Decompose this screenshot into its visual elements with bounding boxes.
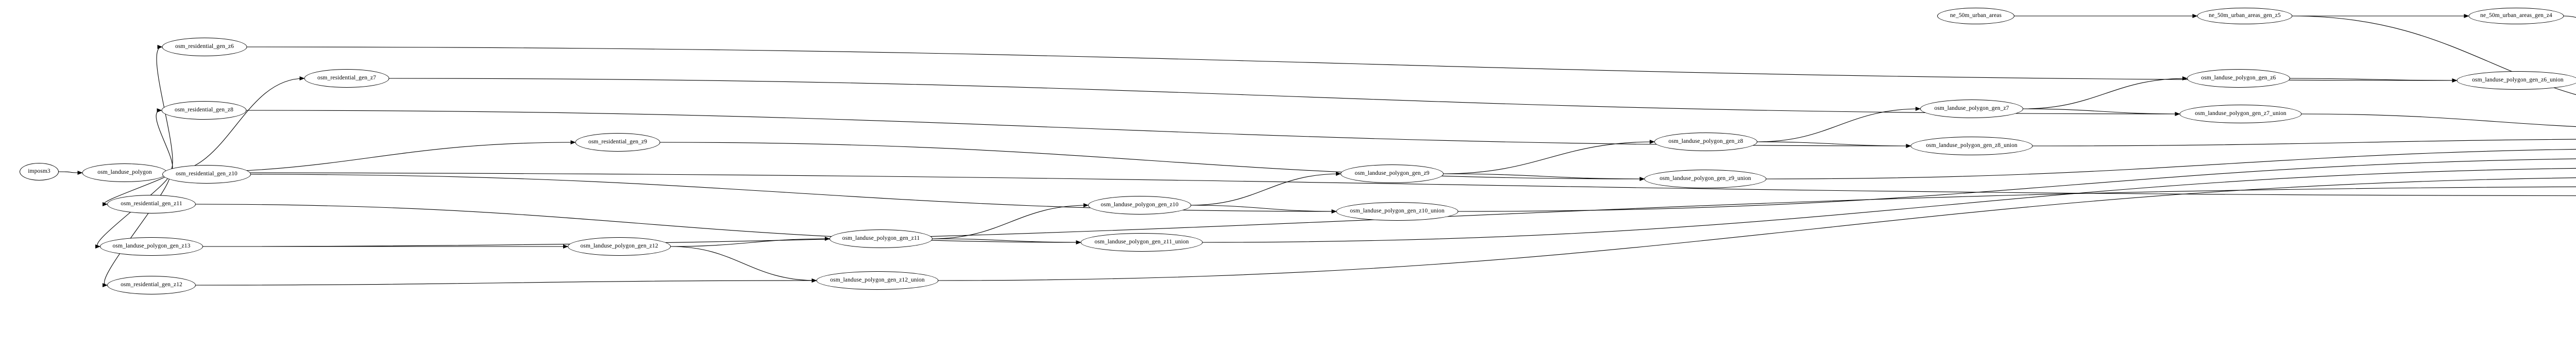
graph-edge-osm_landuse_polygon_gen_z12_union--layer_landuse.z12 xyxy=(938,177,2576,281)
graph-node-osm_landuse_polygon_gen_z10[interactable]: osm_landuse_polygon_gen_z10 xyxy=(1088,196,1191,215)
graph-node-osm_residential_gen_z11[interactable]: osm_residential_gen_z11 xyxy=(107,195,196,213)
graph-node-osm_landuse_polygon_gen_z9[interactable]: osm_landuse_polygon_gen_z9 xyxy=(1341,164,1444,183)
graph-edge-osm_landuse_polygon_gen_z8--osm_landuse_polygon_gen_z7 xyxy=(1757,107,1921,142)
graph-node-osm_landuse_polygon_gen_z12[interactable]: osm_landuse_polygon_gen_z12 xyxy=(568,237,671,256)
graph-node-osm_residential_gen_z10[interactable]: osm_residential_gen_z10 xyxy=(162,165,251,184)
graph-edge-osm_landuse_polygon--osm_residential_gen_z12 xyxy=(102,172,171,287)
graph-node-label: osm_landuse_polygon_gen_z10_union xyxy=(1350,208,1445,215)
graph-node-label: osm_landuse_polygon_gen_z6 xyxy=(2201,75,2276,81)
graph-node-label: osm_landuse_polygon_gen_z11 xyxy=(842,235,920,242)
graph-edge-osm_landuse_polygon_gen_z9--osm_landuse_polygon_gen_z9_union xyxy=(1443,173,1645,181)
graph-edge-osm_landuse_polygon_gen_z8--osm_landuse_polygon_gen_z8_union xyxy=(1757,141,1911,148)
graph-node-osm_landuse_polygon_gen_z6_union[interactable]: osm_landuse_polygon_gen_z6_union xyxy=(2456,71,2576,90)
graph-edge-osm_landuse_polygon_gen_z8_union--layer_landuse.z8 xyxy=(2032,139,2576,146)
graph-edge-osm_landuse_polygon--osm_residential_gen_z7 xyxy=(167,76,305,173)
graph-edge-osm_residential_gen_z7--osm_landuse_polygon_gen_z7_union xyxy=(389,78,2180,116)
graph-node-osm_residential_gen_z8[interactable]: osm_residential_gen_z8 xyxy=(161,101,247,120)
graph-edge-imposm3--osm_landuse_polygon xyxy=(58,170,83,175)
graph-node-imposm3[interactable]: imposm3 xyxy=(20,163,59,180)
graph-edge-osm_landuse_polygon_gen_z6--osm_landuse_polygon_gen_z6_union xyxy=(2290,78,2458,83)
graph-node-ne_50m_urban_areas_gen_z5[interactable]: ne_50m_urban_areas_gen_z5 xyxy=(2197,8,2293,24)
graph-node-label: osm_landuse_polygon_gen_z8 xyxy=(1668,138,1743,145)
graph-edge-osm_landuse_polygon_gen_z10--osm_landuse_polygon_gen_z10_union xyxy=(1191,205,1337,213)
graph-edge-osm_landuse_polygon--osm_residential_gen_z8 xyxy=(156,108,173,173)
graph-node-osm_residential_gen_z12[interactable]: osm_residential_gen_z12 xyxy=(107,276,196,294)
graph-edge-osm_landuse_polygon_gen_z11--osm_landuse_polygon_gen_z11_union xyxy=(932,238,1081,244)
graph-node-label: osm_residential_gen_z11 xyxy=(121,201,182,207)
graph-node-label: osm_landuse_polygon_gen_z8_union xyxy=(1926,142,2018,149)
graph-node-label: osm_landuse_polygon_gen_z12_union xyxy=(830,277,925,284)
graph-node-osm_landuse_polygon_gen_z7_union[interactable]: osm_landuse_polygon_gen_z7_union xyxy=(2179,105,2302,123)
graph-node-osm_landuse_polygon_gen_z10_union[interactable]: osm_landuse_polygon_gen_z10_union xyxy=(1336,202,1459,221)
graph-edge-osm_landuse_polygon_gen_z7--osm_landuse_polygon_gen_z6 xyxy=(2023,76,2188,109)
graph-edge-osm_landuse_polygon_gen_z9_union--layer_landuse.z9 xyxy=(1766,149,2576,179)
graph-node-osm_landuse_polygon_gen_z11_union[interactable]: osm_landuse_polygon_gen_z11_union xyxy=(1080,233,1203,252)
graph-node-osm_landuse_polygon_gen_z11[interactable]: osm_landuse_polygon_gen_z11 xyxy=(829,229,933,248)
graph-node-osm_residential_gen_z9[interactable]: osm_residential_gen_z9 xyxy=(575,133,660,152)
graph-node-label: ne_50m_urban_areas xyxy=(1950,12,2002,19)
graph-node-label: osm_residential_gen_z12 xyxy=(121,282,182,288)
graph-edge-osm_landuse_polygon_gen_z12--osm_landuse_polygon_gen_z12_union xyxy=(670,246,817,283)
graph-node-osm_landuse_polygon_gen_z8_union[interactable]: osm_landuse_polygon_gen_z8_union xyxy=(1910,137,2033,155)
graph-edge-osm_landuse_polygon_gen_z7--osm_landuse_polygon_gen_z7_union xyxy=(2023,108,2180,116)
graph-node-label: imposm3 xyxy=(28,168,50,175)
graph-node-osm_landuse_polygon_gen_z7[interactable]: osm_landuse_polygon_gen_z7 xyxy=(1920,100,2023,118)
graph-edge-ne_50m_urban_areas_gen_z4--layer_landuse.z4 xyxy=(2564,15,2576,18)
graph-edge-osm_residential_gen_z9--osm_landuse_polygon_gen_z9_union xyxy=(660,142,1645,181)
graph-edge-osm_landuse_polygon_gen_z10_union--layer_landuse.z10 xyxy=(1458,158,2576,212)
graph-node-label: osm_landuse_polygon_gen_z7 xyxy=(1934,105,2009,112)
graph-edge-osm_landuse_polygon_gen_z9--osm_landuse_polygon_gen_z8 xyxy=(1443,140,1655,174)
graph-node-label: osm_landuse_polygon_gen_z10 xyxy=(1100,202,1179,208)
graph-node-osm_landuse_polygon_gen_z9_union[interactable]: osm_landuse_polygon_gen_z9_union xyxy=(1644,170,1767,188)
graph-node-osm_residential_gen_z7[interactable]: osm_residential_gen_z7 xyxy=(304,69,389,88)
graph-node-label: osm_landuse_polygon_gen_z12 xyxy=(580,243,658,250)
graph-node-label: osm_landuse_polygon xyxy=(97,169,152,176)
graph-node-ne_50m_urban_areas[interactable]: ne_50m_urban_areas xyxy=(1937,8,2014,24)
graph-node-osm_landuse_polygon_gen_z13[interactable]: osm_landuse_polygon_gen_z13 xyxy=(100,237,203,256)
graph-edge-osm_landuse_polygon_gen_z7_union--layer_landuse.z7 xyxy=(2301,113,2576,127)
graph-node-osm_landuse_polygon[interactable]: osm_landuse_polygon xyxy=(82,163,167,182)
graph-node-osm_landuse_polygon_gen_z8[interactable]: osm_landuse_polygon_gen_z8 xyxy=(1654,133,1757,151)
graph-edge-osm_residential_gen_z12--osm_landuse_polygon_gen_z12_union xyxy=(195,278,817,286)
graph-node-label: osm_landuse_polygon_gen_z11_union xyxy=(1094,239,1189,245)
graph-node-label: osm_residential_gen_z6 xyxy=(175,43,234,50)
graph-node-label: osm_residential_gen_z8 xyxy=(175,107,233,113)
graph-node-ne_50m_urban_areas_gen_z4[interactable]: ne_50m_urban_areas_gen_z4 xyxy=(2468,8,2564,24)
graph-node-label: ne_50m_urban_areas_gen_z4 xyxy=(2480,12,2552,19)
graph-node-osm_landuse_polygon_gen_z6[interactable]: osm_landuse_polygon_gen_z6 xyxy=(2187,69,2290,88)
graph-node-label: osm_residential_gen_z10 xyxy=(176,171,238,177)
graph-node-label: osm_residential_gen_z9 xyxy=(588,139,647,145)
graph-edge-osm_residential_gen_z6--osm_landuse_polygon_gen_z6_union xyxy=(247,46,2458,83)
graph-node-label: osm_landuse_polygon_gen_z9_union xyxy=(1659,175,1751,182)
graph-node-label: osm_residential_gen_z7 xyxy=(317,75,376,81)
graph-node-osm_residential_gen_z6[interactable]: osm_residential_gen_z6 xyxy=(162,38,247,56)
graph-node-label: ne_50m_urban_areas_gen_z5 xyxy=(2209,12,2281,19)
graph-node-label: osm_landuse_polygon_gen_z7_union xyxy=(2195,110,2286,117)
graph-node-osm_landuse_polygon_gen_z12_union[interactable]: osm_landuse_polygon_gen_z12_union xyxy=(816,271,939,290)
graph-node-label: osm_landuse_polygon_gen_z13 xyxy=(112,243,191,250)
graph-node-label: osm_landuse_polygon_gen_z9 xyxy=(1354,170,1430,177)
graph-edge-ne_50m_urban_areas_gen_z5--layer_landuse.z5 xyxy=(2292,15,2576,95)
graph-edge-osm_residential_gen_z11--osm_landuse_polygon_gen_z11_union xyxy=(195,204,1081,244)
graph-node-label: osm_landuse_polygon_gen_z6_union xyxy=(2472,77,2564,84)
graph-edge-osm_landuse_polygon_gen_z11--osm_landuse_polygon_gen_z10 xyxy=(932,203,1089,239)
graph-edge-osm_landuse_polygon_gen_z10--osm_landuse_polygon_gen_z9 xyxy=(1191,172,1341,206)
graph-edge-osm_landuse_polygon_gen_z12--osm_landuse_polygon_gen_z11 xyxy=(670,237,830,247)
